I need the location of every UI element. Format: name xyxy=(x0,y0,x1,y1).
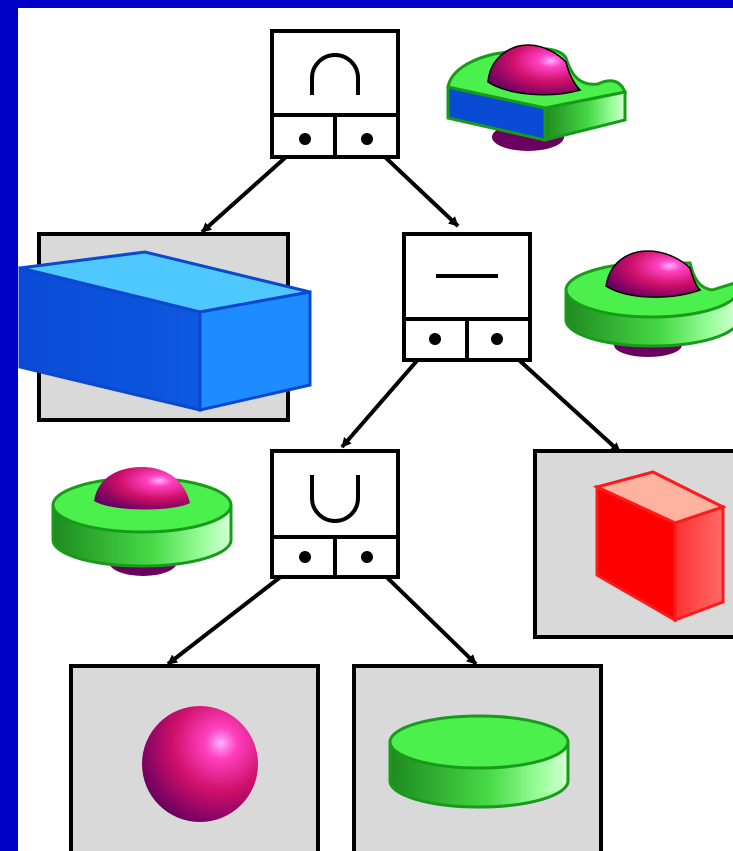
cylinder-primitive-icon xyxy=(388,714,570,809)
operator-node-union xyxy=(270,449,400,579)
port-dot xyxy=(491,333,503,345)
port-dot xyxy=(299,133,311,145)
intersection-symbol-icon xyxy=(310,53,360,95)
port-dot xyxy=(299,551,311,563)
box-primitive-icon xyxy=(18,250,312,412)
port-dot xyxy=(429,333,441,345)
intersection-result-icon xyxy=(446,44,628,151)
leaf-node-sphere xyxy=(69,664,320,851)
sphere-primitive-icon xyxy=(142,706,258,822)
leaf-node-cylinder xyxy=(352,664,603,851)
union-result-icon xyxy=(51,467,233,576)
cube-primitive-icon xyxy=(592,470,727,623)
union-symbol-icon xyxy=(310,475,360,523)
port-dot xyxy=(361,133,373,145)
operator-node-difference xyxy=(402,232,532,362)
leaf-node-box xyxy=(18,232,312,422)
operator-node-intersection xyxy=(270,29,400,159)
port-dot xyxy=(361,551,373,563)
leaf-node-cube xyxy=(533,449,733,639)
difference-result-icon xyxy=(564,250,733,357)
